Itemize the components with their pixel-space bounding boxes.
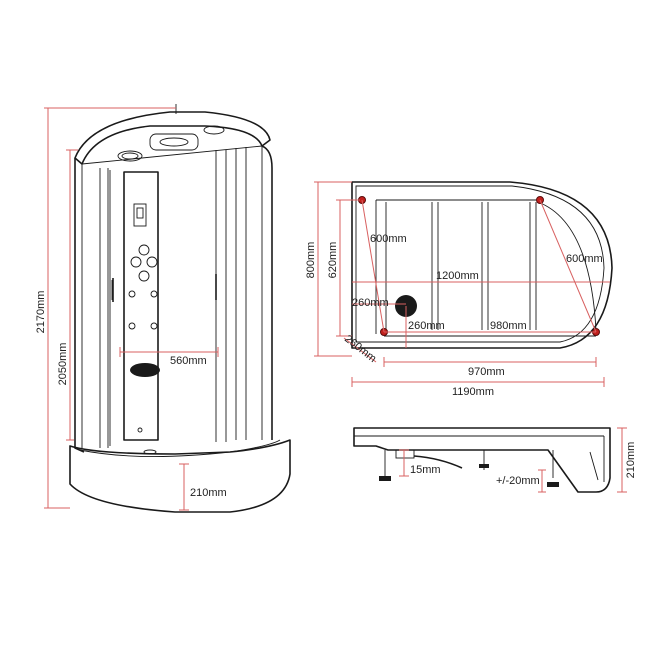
cabin-roof (74, 111, 271, 165)
dim-plan-260-a: 260mm (352, 297, 389, 309)
plan-dimension-lines (314, 181, 610, 387)
tray-dimension-lines (399, 427, 627, 493)
tray-leg-2 (479, 450, 489, 470)
dim-plan-1200: 1200mm (436, 270, 479, 282)
dim-height-total: 2170mm (35, 291, 47, 334)
waste-trap (395, 449, 415, 459)
seat-icon (130, 363, 160, 377)
dim-plan-1190: 1190mm (452, 386, 494, 398)
cabin-dimension-lines (44, 107, 219, 511)
control-panel-screen (133, 203, 147, 227)
control-column (123, 171, 159, 441)
dim-plan-260-b: 260mm (408, 320, 445, 332)
dim-plan-260-c: 260mm (342, 333, 378, 365)
foot-jet (137, 427, 143, 433)
tray-side-outline (353, 427, 611, 493)
waste-pipe (413, 455, 463, 469)
tray-leg-1 (379, 450, 391, 481)
control-knob-3 (146, 256, 158, 268)
massage-jet-4 (150, 322, 158, 330)
roof-light-panel (149, 133, 199, 151)
shower-tray (69, 439, 291, 513)
control-knob-2 (130, 256, 142, 268)
tray-side-view-drawing (353, 427, 611, 493)
plan-view-drawing (351, 181, 613, 349)
dim-height-glass: 2050mm (57, 343, 69, 386)
dim-plan-depth-outer: 800mm (305, 242, 317, 279)
cabin-back-right-frame (261, 145, 273, 440)
shower-cabin-drawing (69, 104, 291, 513)
cabin-left-frame (74, 158, 85, 453)
massage-jet-2 (150, 290, 158, 298)
dim-plan-depth-inner: 620mm (327, 242, 339, 279)
dim-tray-height: 210mm (190, 487, 227, 499)
plan-outline (351, 181, 613, 349)
dim-plan-980: 980mm (490, 320, 527, 332)
control-knob-1 (138, 244, 150, 256)
dim-tray-adjust: +/-20mm (496, 475, 540, 487)
dim-plan-970: 970mm (468, 366, 505, 378)
dim-tray-15: 15mm (410, 464, 441, 476)
massage-jet-1 (128, 290, 136, 298)
dim-tray-side-height: 210mm (625, 442, 637, 479)
drain-icon (143, 449, 157, 455)
control-knob-4 (138, 270, 150, 282)
roof-vent-icon (117, 150, 143, 162)
dim-width-front: 560mm (170, 355, 207, 367)
dim-plan-600-right: 600mm (566, 253, 603, 265)
tray-leg-3 (547, 450, 559, 487)
dim-plan-600-left: 600mm (370, 233, 407, 245)
roof-speaker-icon (203, 125, 225, 135)
massage-jet-3 (128, 322, 136, 330)
